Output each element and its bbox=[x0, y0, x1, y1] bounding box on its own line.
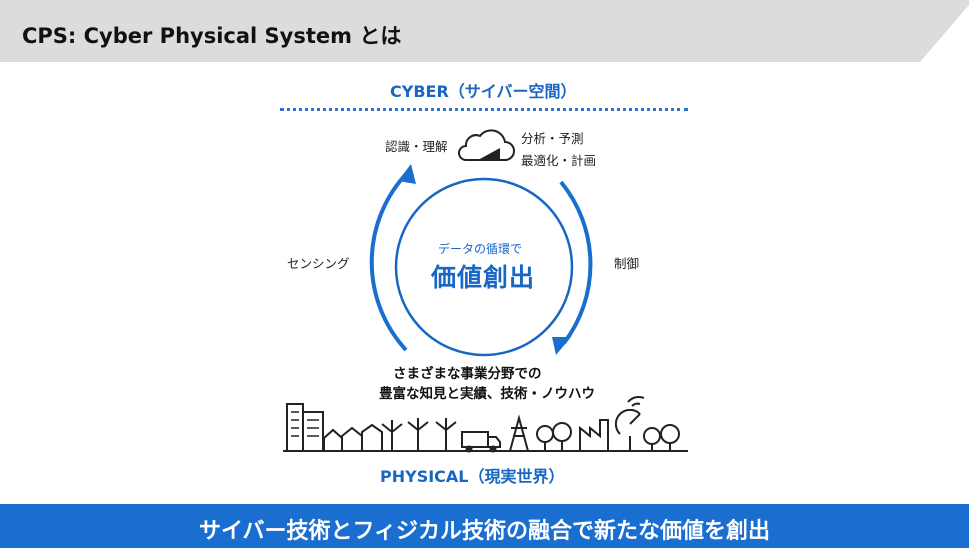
cycle-caption: データの循環で bbox=[438, 242, 523, 256]
cyber-divider-dotted bbox=[280, 108, 688, 111]
optimization-label: 最適化・計画 bbox=[521, 153, 597, 168]
physical-label: PHYSICAL（現実世界） bbox=[380, 467, 565, 486]
wind-turbines-icon bbox=[381, 418, 457, 451]
trees-icon bbox=[536, 422, 572, 451]
page-title: CPS: Cyber Physical System とは bbox=[22, 24, 402, 48]
center-ring bbox=[394, 177, 574, 357]
left-cycle-arc bbox=[369, 170, 410, 352]
recognition-label: 認識・理解 bbox=[385, 139, 448, 154]
header-band bbox=[0, 0, 969, 62]
right-cycle-arc bbox=[559, 180, 593, 345]
city-buildings-icon bbox=[286, 403, 324, 452]
footer-banner: サイバー技術とフィジカル技術の融合で新たな価値を創出 bbox=[0, 504, 969, 548]
knowledge-line-1: さまざまな事業分野での bbox=[393, 366, 542, 382]
knowledge-line-2: 豊富な知見と実績、技術・ノウハウ bbox=[379, 386, 595, 402]
left-arrowhead bbox=[398, 164, 416, 184]
truck-icon bbox=[461, 431, 501, 453]
control-label: 制御 bbox=[614, 256, 640, 271]
power-tower-icon bbox=[509, 414, 529, 452]
cyber-label: CYBER（サイバー空間） bbox=[390, 82, 577, 101]
satellite-dish-icon bbox=[614, 395, 645, 451]
houses-icon bbox=[323, 423, 383, 451]
sensing-label: センシング bbox=[287, 256, 350, 271]
trees-right-icon bbox=[643, 424, 680, 451]
factory-icon bbox=[579, 419, 609, 451]
cloud-icon bbox=[458, 129, 515, 161]
analysis-label: 分析・予測 bbox=[521, 131, 584, 146]
center-value-label: 価値創出 bbox=[431, 263, 536, 292]
footer-text: サイバー技術とフィジカル技術の融合で新たな価値を創出 bbox=[198, 519, 771, 544]
right-arrowhead bbox=[552, 337, 571, 355]
